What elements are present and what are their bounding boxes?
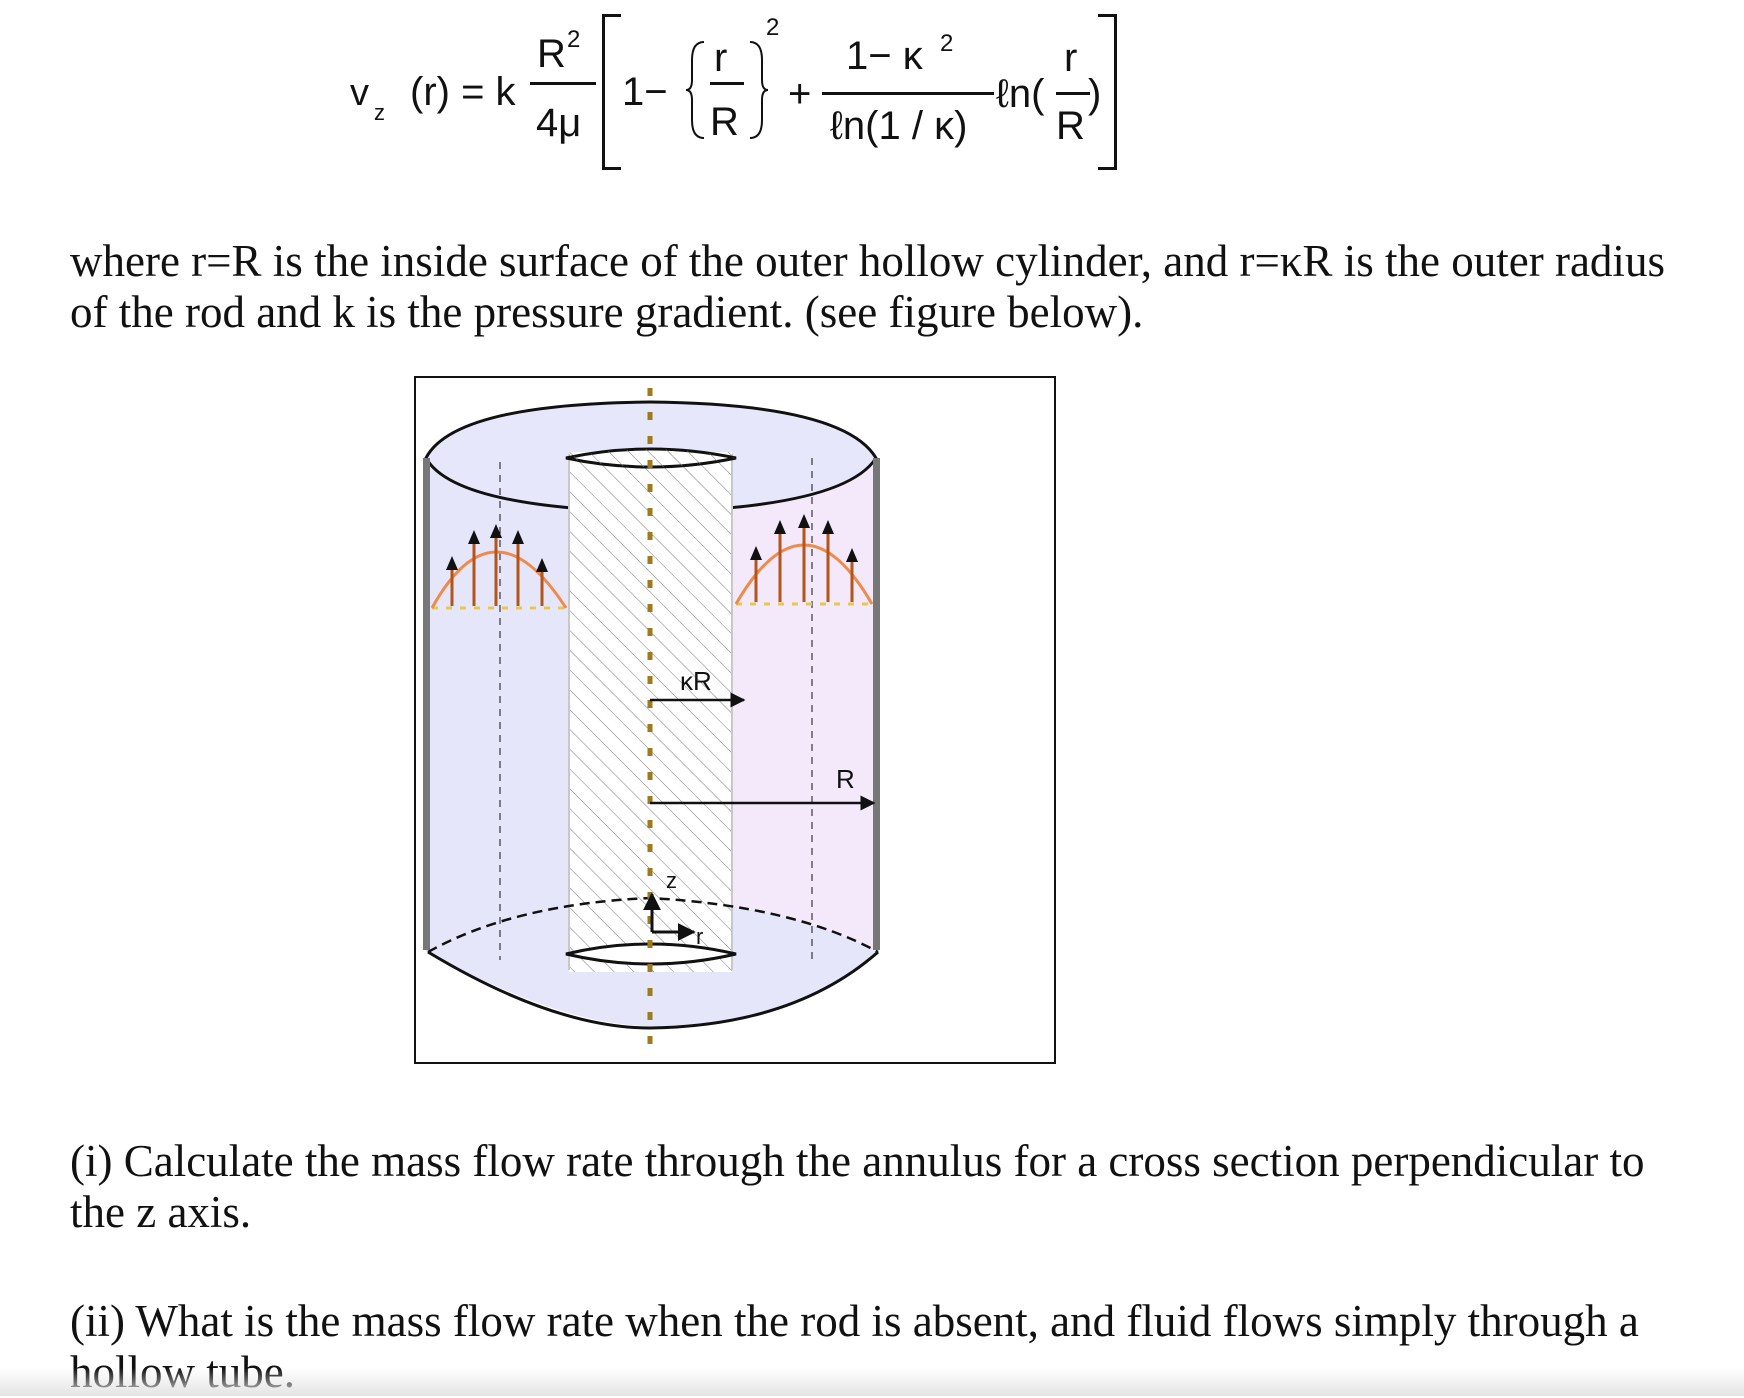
description-line-1: where r=R is the inside surface of the o…	[70, 236, 1665, 286]
description-line-2: of the rod and k is the pressure gradien…	[70, 287, 1144, 337]
eq-ln-numerator: r	[1064, 36, 1078, 80]
eq-kappa-exponent: 2	[940, 30, 954, 57]
eq-right-bracket	[1098, 14, 1117, 170]
annulus-figure: κR R z r	[414, 376, 1056, 1064]
eq-coef-denominator: 4μ	[536, 101, 582, 145]
velocity-arrows-right	[754, 522, 854, 602]
eq-outer-exponent: 2	[766, 14, 780, 41]
eq-lhs-r: (r) = k	[410, 70, 516, 114]
velocity-arrowheads-left	[446, 524, 548, 572]
eq-coef-numerator: R	[537, 32, 566, 76]
question-1-line-2: the z axis.	[70, 1187, 252, 1237]
question-1: (i) Calculate the mass flow rate through…	[70, 1136, 1710, 1238]
rod-top-hatch	[566, 449, 736, 467]
eq-left-brace	[685, 41, 705, 139]
eq-one-minus: 1−	[622, 70, 668, 114]
eq-v: v	[350, 72, 369, 114]
velocity-arrowheads-right	[750, 514, 858, 562]
eq-v-subscript: z	[374, 100, 385, 125]
eq-ln-fraction-bar	[1056, 92, 1090, 95]
z-axis-label: z	[666, 868, 677, 893]
eq-kappa-fraction-bar	[822, 92, 994, 95]
eq-kappa-numerator: 1− κ	[846, 34, 923, 78]
question-2: (ii) What is the mass flow rate when the…	[70, 1296, 1710, 1398]
eq-coef-fraction-bar	[530, 82, 596, 85]
rod-bottom-ellipse	[565, 942, 737, 966]
outer-wall-right	[873, 458, 880, 950]
eq-left-bracket	[602, 14, 621, 170]
kappa-r-label: κR	[680, 666, 712, 696]
eq-ln-prefix: ℓn(	[996, 72, 1045, 116]
velocity-arrows-left	[450, 532, 544, 606]
question-1-line-1: (i) Calculate the mass flow rate through…	[70, 1136, 1645, 1186]
eq-plus: +	[788, 72, 812, 116]
velocity-equation: v z (r) = k R 2 4μ 1− r R 2 + 1− κ 2 ℓn(…	[0, 0, 1744, 190]
eq-right-brace	[749, 41, 769, 139]
description-paragraph: where r=R is the inside surface of the o…	[70, 236, 1710, 338]
question-2-line-1: (ii) What is the mass flow rate when the…	[70, 1296, 1639, 1346]
eq-frac-r-denominator: R	[710, 100, 739, 144]
eq-coef-exponent: 2	[567, 26, 581, 53]
outer-wall-left	[423, 458, 430, 950]
eq-frac-r-bar	[710, 82, 744, 85]
r-axis-label: r	[696, 924, 703, 949]
eq-ln-suffix: )	[1088, 72, 1102, 116]
eq-kappa-denominator: ℓn(1 / κ)	[830, 104, 968, 148]
bottom-fade	[0, 1368, 1744, 1396]
eq-frac-r-numerator: r	[714, 36, 728, 80]
radius-r-label: R	[836, 764, 855, 794]
eq-ln-denominator: R	[1056, 104, 1085, 148]
annulus-left-region	[426, 458, 569, 980]
annulus-right-region	[732, 458, 876, 978]
outer-bottom-outline	[427, 950, 879, 1030]
